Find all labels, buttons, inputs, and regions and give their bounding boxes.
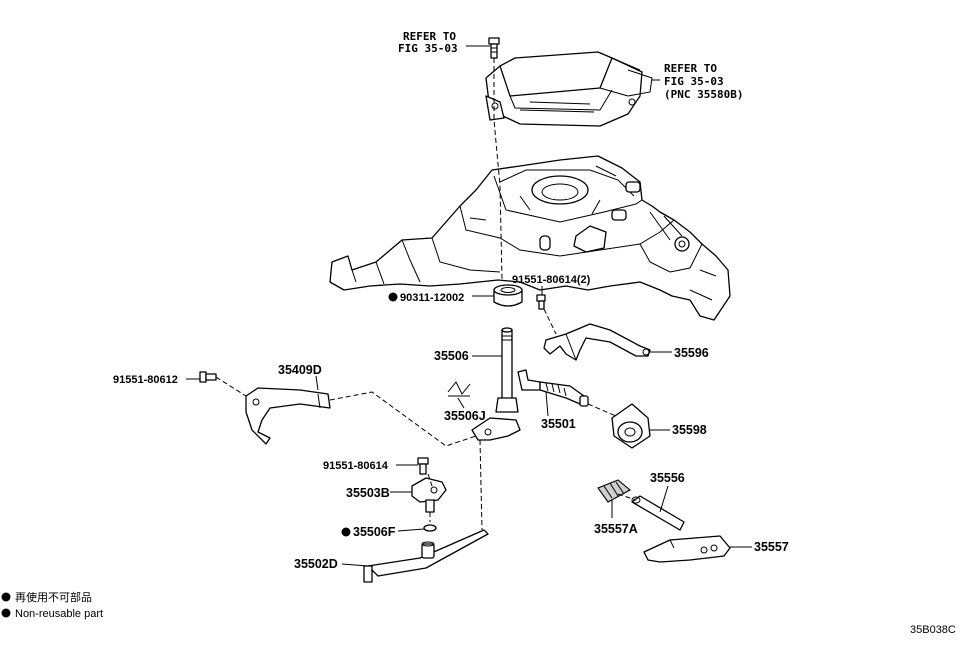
label-91551-80612: 91551-80612 bbox=[113, 374, 178, 386]
bracket-35503b bbox=[411, 477, 447, 513]
label-35596: 35596 bbox=[674, 346, 709, 360]
legend-dot-icon bbox=[1, 608, 11, 618]
lever-35409d bbox=[245, 387, 331, 445]
shift-fork-35596 bbox=[543, 323, 651, 361]
lever-35557 bbox=[643, 535, 731, 563]
label-35557: 35557 bbox=[754, 540, 789, 554]
transmission-case bbox=[329, 155, 731, 321]
top-bolt-icon bbox=[488, 37, 500, 59]
o-ring-35506f bbox=[423, 524, 437, 532]
lever-35502d bbox=[363, 529, 489, 583]
bolt-91551-80612-icon bbox=[199, 371, 217, 383]
pin-35556 bbox=[631, 495, 685, 531]
label-35506j: 35506J bbox=[444, 409, 486, 423]
label-35409d: 35409D bbox=[278, 363, 322, 377]
detent-rod-35501 bbox=[517, 369, 589, 407]
figure-code: 35B038C bbox=[910, 624, 956, 636]
ref-right-line2: FIG 35-03 bbox=[664, 75, 724, 88]
label-35598: 35598 bbox=[672, 423, 707, 437]
spring-clip-35506j bbox=[447, 381, 471, 397]
bolt-91551-80614-icon bbox=[417, 457, 429, 475]
ref-top-line1: REFER TO bbox=[403, 30, 456, 43]
non-reusable-dot-icon bbox=[388, 292, 398, 302]
label-35506: 35506 bbox=[434, 349, 469, 363]
bushing-35598 bbox=[611, 403, 651, 449]
legend-english: Non-reusable part bbox=[15, 608, 103, 620]
label-90311-12002: 90311-12002 bbox=[400, 292, 464, 304]
label-35502d: 35502D bbox=[294, 557, 338, 571]
non-reusable-dot-icon bbox=[341, 527, 351, 537]
label-35557a: 35557A bbox=[594, 522, 638, 536]
label-35503b: 35503B bbox=[346, 486, 390, 500]
legend-japanese: 再使用不可部品 bbox=[15, 590, 92, 604]
label-91551-80614: 91551-80614 bbox=[323, 460, 389, 472]
ref-right-line3: (PNC 35580B) bbox=[664, 88, 743, 101]
shift-shaft-35506 bbox=[495, 327, 519, 413]
label-35556: 35556 bbox=[650, 471, 685, 485]
label-35506f: 35506F bbox=[353, 525, 396, 539]
legend-dot-icon bbox=[1, 592, 11, 602]
bolt-91551-80614-2-icon bbox=[536, 294, 546, 310]
spring-35557a bbox=[597, 479, 631, 503]
ref-top-line2: FIG 35-03 bbox=[398, 42, 458, 55]
ref-right-line1: REFER TO bbox=[664, 62, 717, 75]
label-91551-80614-2: 91551-80614(2) bbox=[512, 274, 591, 286]
collar-90311-12002 bbox=[493, 284, 523, 307]
label-35501: 35501 bbox=[541, 417, 576, 431]
control-unit-cover bbox=[485, 51, 653, 127]
